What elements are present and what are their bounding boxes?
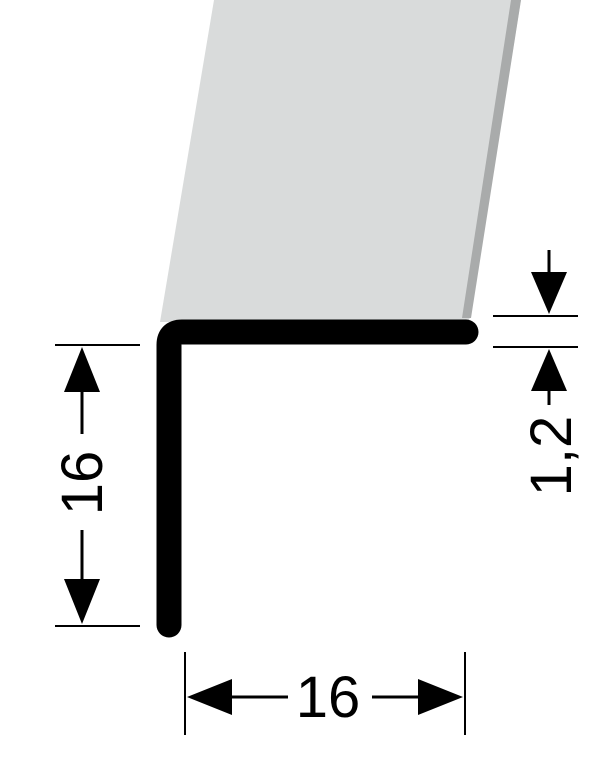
thickness-dimension: 1,2 — [493, 250, 584, 496]
height-dimension: 16 — [50, 344, 140, 627]
arrow-down-icon — [531, 272, 567, 314]
arrow-up-icon — [531, 349, 567, 391]
arrow-right-icon — [418, 679, 463, 715]
arrow-down-icon — [64, 579, 100, 624]
arrow-left-icon — [187, 679, 232, 715]
arrow-up-icon — [64, 347, 100, 392]
l-profile-section — [156, 319, 479, 638]
height-label: 16 — [50, 451, 115, 516]
profile-top-surface — [160, 0, 521, 322]
profile-edge-shade — [462, 0, 521, 318]
width-dimension: 16 — [184, 652, 466, 735]
width-label: 16 — [296, 665, 361, 730]
thickness-label: 1,2 — [519, 416, 584, 497]
